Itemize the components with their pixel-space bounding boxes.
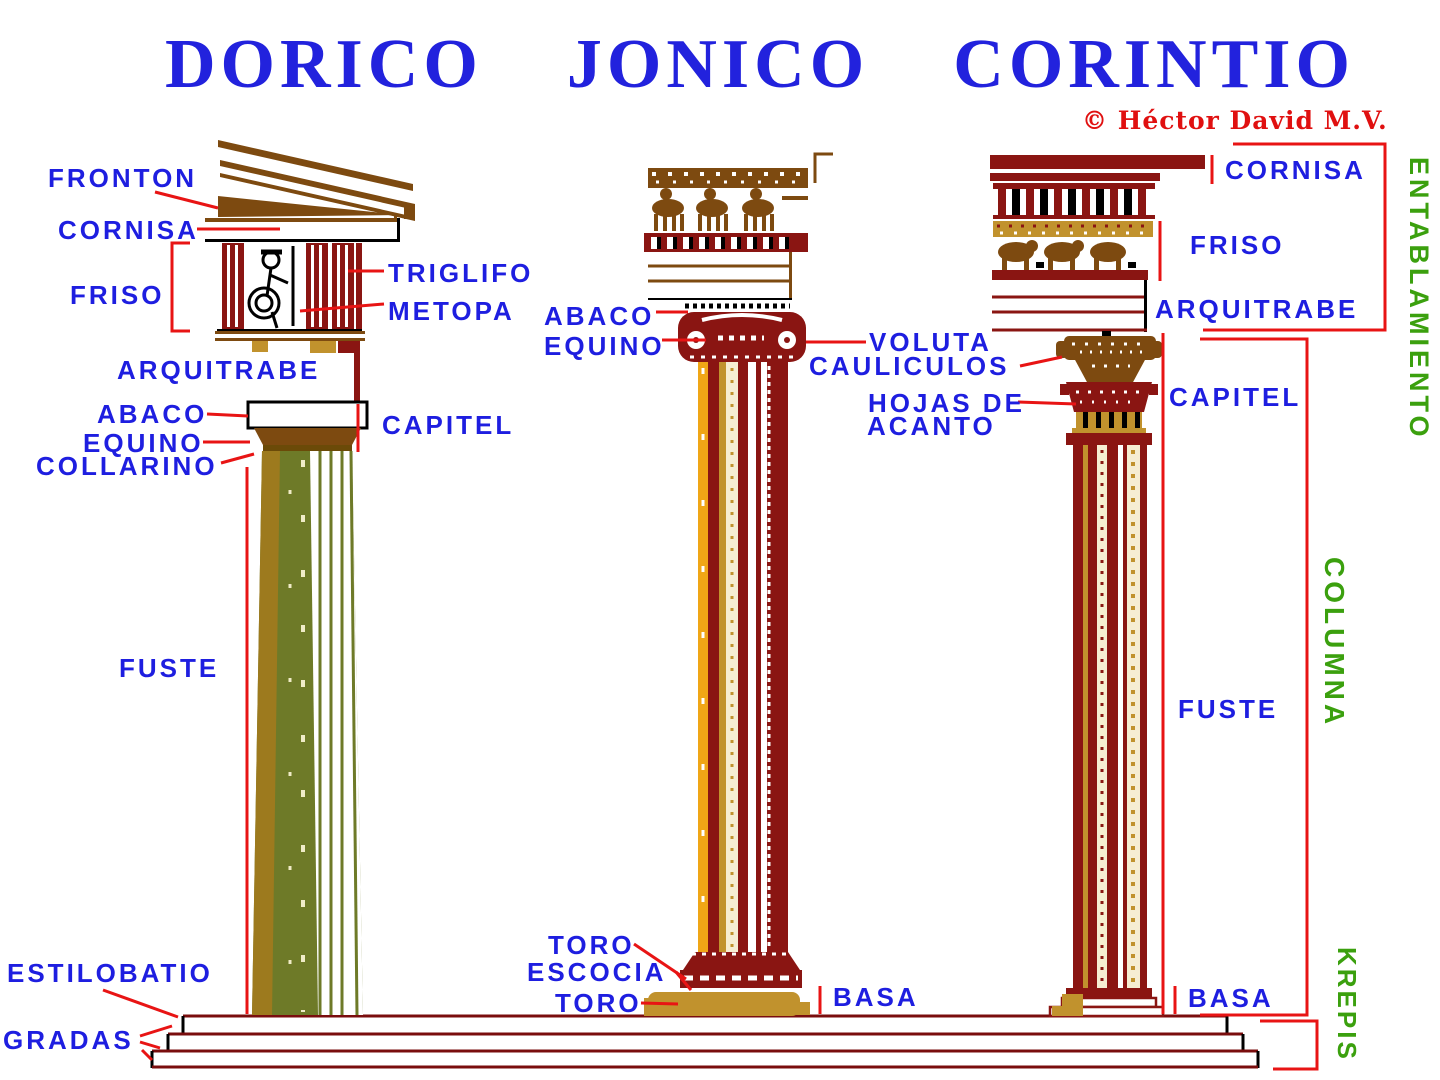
label-capitel-corinthian: CAPITEL <box>1169 382 1302 412</box>
ionic-frieze-figures <box>652 188 808 231</box>
label-voluta: VOLUTA <box>869 327 992 357</box>
corinthian-shaft <box>1073 445 1147 988</box>
label-toro-inferior: TORO <box>555 988 642 1018</box>
label-triglifo: TRIGLIFO <box>388 258 534 288</box>
label-fuste-doric: FUSTE <box>119 653 220 683</box>
label-arquitrabe-doric: ARQUITRABE <box>117 355 321 385</box>
label-collarino: COLLARINO <box>36 451 218 481</box>
label-hojas-de: HOJAS DE <box>868 388 1025 418</box>
label-equino-ionic: EQUINO <box>544 331 665 361</box>
label-escocia: ESCOCIA <box>527 957 667 987</box>
label-basa-corinthian: BASA <box>1188 983 1274 1013</box>
leader-lines <box>102 142 1387 1071</box>
label-basa-ionic: BASA <box>833 982 919 1012</box>
label-metopa: METOPA <box>388 296 515 326</box>
label-cornisa-corinthian: CORNISA <box>1225 155 1366 185</box>
label-friso-corinthian: FRISO <box>1190 230 1285 260</box>
label-cornisa-doric: CORNISA <box>58 215 199 245</box>
label-fuste-corinthian: FUSTE <box>1178 694 1279 724</box>
corinthian-frieze-figures <box>998 240 1136 270</box>
label-acanto: ACANTO <box>867 411 996 441</box>
metope-figure <box>247 246 295 329</box>
corinthian-column-drawing <box>990 155 1205 1018</box>
label-krepis: KREPIS <box>1332 947 1362 1062</box>
copyright-signature: © Héctor David M.V. <box>1082 106 1388 135</box>
steps-drawing <box>150 1014 1260 1069</box>
label-cauliculos: CAULICULOS <box>809 351 1010 381</box>
label-columna: COLUMNA <box>1319 557 1350 729</box>
label-capitel-doric: CAPITEL <box>382 410 515 440</box>
label-abaco-ionic: ABACO <box>544 301 655 331</box>
label-arquitrabe-corinthian: ARQUITRABE <box>1155 294 1359 324</box>
corinthian-capital <box>1056 331 1162 445</box>
label-gradas: GRADAS <box>3 1025 134 1055</box>
ionic-shaft <box>698 362 788 954</box>
label-abaco-doric: ABACO <box>97 399 208 429</box>
doric-column-drawing <box>205 140 415 1016</box>
label-fronton: FRONTON <box>48 163 198 193</box>
label-friso-doric: FRISO <box>70 280 165 310</box>
label-entablamiento: ENTABLAMIENTO <box>1404 157 1434 441</box>
label-estilobatio: ESTILOBATIO <box>7 958 213 988</box>
label-toro-superior: TORO <box>548 930 635 960</box>
ionic-column-drawing <box>644 152 833 1016</box>
label-equino-doric: EQUINO <box>83 428 204 458</box>
